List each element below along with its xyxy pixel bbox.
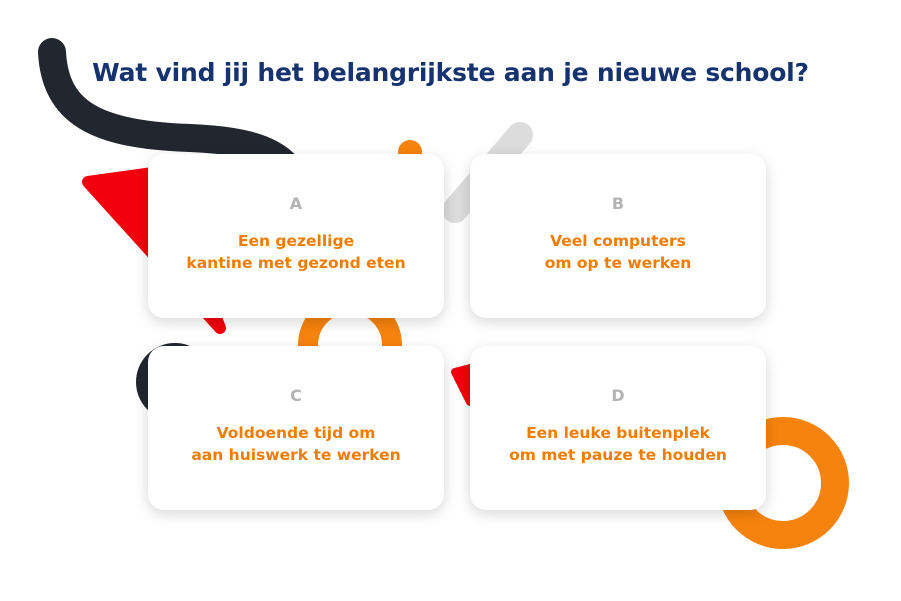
answer-text-line: Veel computers [550, 232, 686, 250]
answer-text-line: Een gezellige [237, 232, 355, 250]
answer-text: Veel computers om op te werken [480, 230, 756, 274]
answer-text-line: om met pauze te houden [509, 446, 727, 464]
answer-text-line: Een leuke buitenplek [526, 424, 710, 442]
answer-text-line: aan huiswerk te werken [191, 446, 401, 464]
navy-swoosh-shape [38, 38, 304, 184]
answer-letter: D [611, 386, 625, 405]
answer-letter: A [289, 194, 303, 213]
answer-text-line: om op te werken [544, 254, 692, 272]
answer-card-d[interactable]: D Een leuke buitenplek om met pauze te h… [470, 346, 766, 510]
answer-card-a[interactable]: A Een gezellige kantine met gezond eten [148, 154, 444, 318]
answer-card-b[interactable]: B Veel computers om op te werken [470, 154, 766, 318]
answer-letter: C [290, 386, 302, 405]
answer-text-line: Voldoende tijd om [216, 424, 376, 442]
answer-text: Een leuke buitenplek om met pauze te hou… [480, 422, 756, 466]
answer-text: Een gezellige kantine met gezond eten [158, 230, 434, 274]
answer-letter: B [611, 194, 625, 213]
answer-text: Voldoende tijd om aan huiswerk te werken [158, 422, 434, 466]
answer-text-line: kantine met gezond eten [186, 254, 406, 272]
answer-card-c[interactable]: C Voldoende tijd om aan huiswerk te werk… [148, 346, 444, 510]
question-title: Wat vind jij het belangrijkste aan je ni… [92, 58, 809, 87]
